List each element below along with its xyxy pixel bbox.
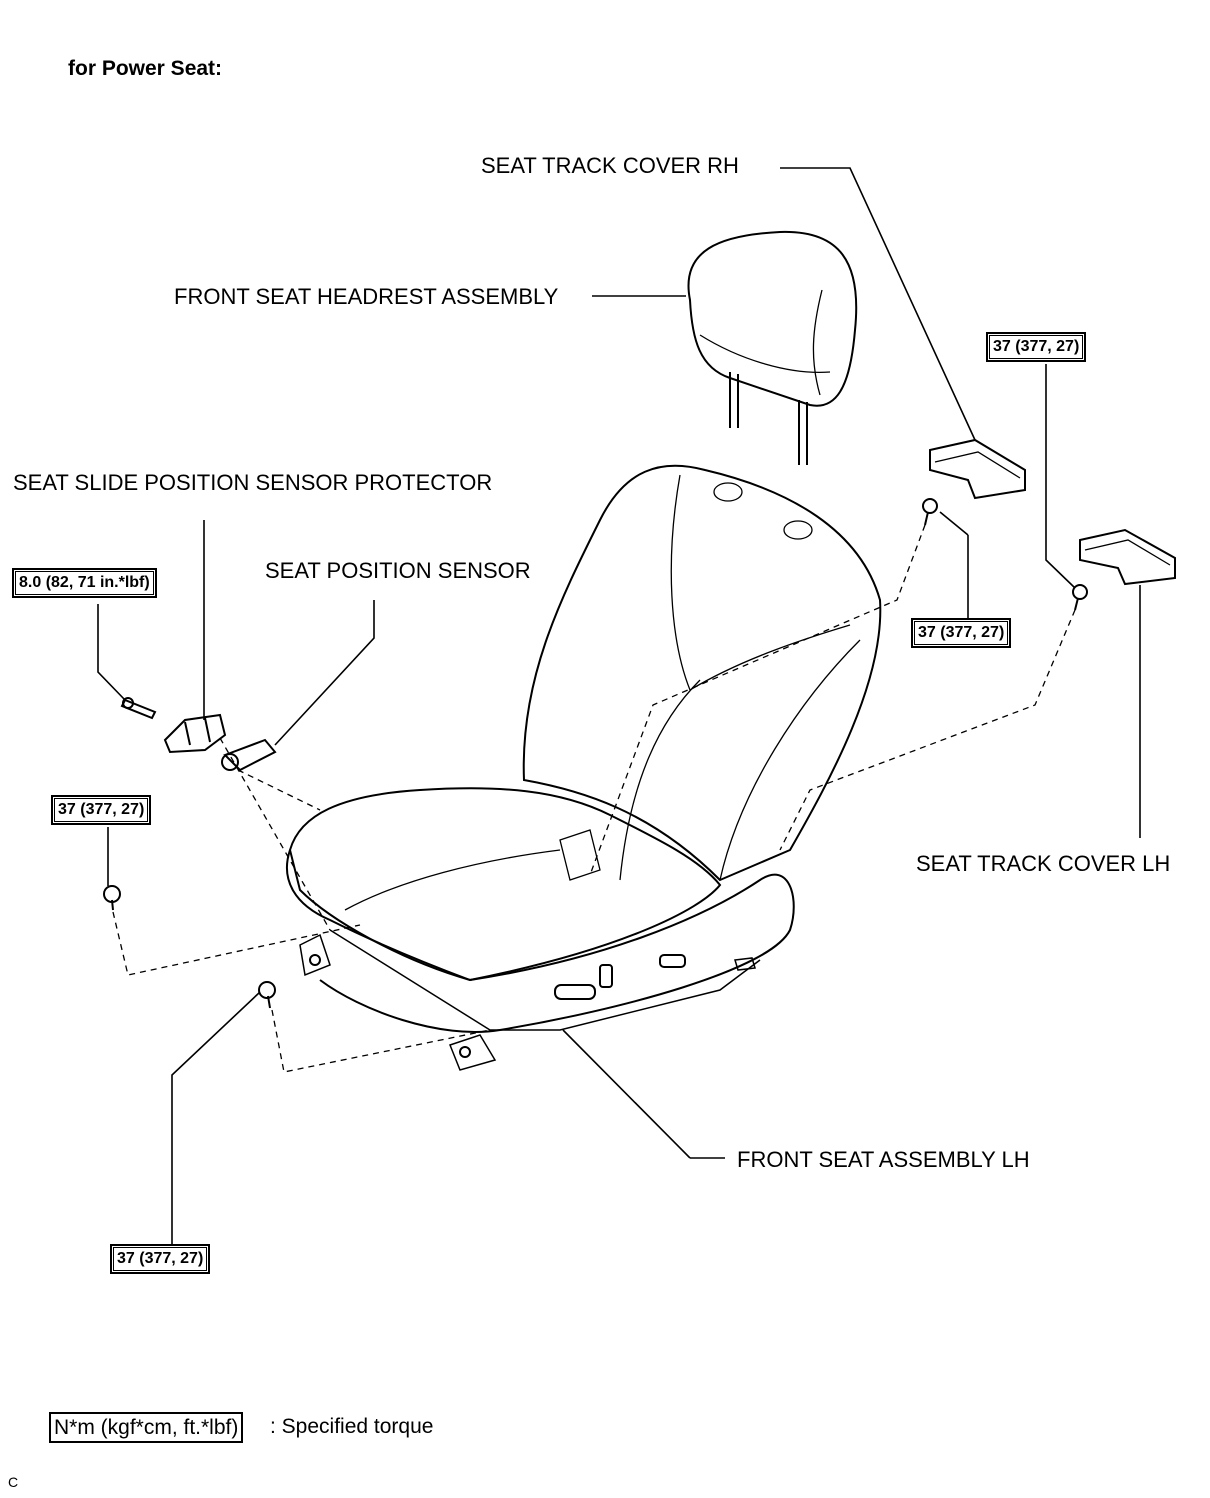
bolt-front-left-drawing: [258, 981, 276, 1009]
label-seat-track-cover-rh: SEAT TRACK COVER RH: [481, 153, 739, 178]
torque-box-rear-left: 37 (377, 27): [51, 795, 152, 825]
torque-box-track-cover-lh: 37 (377, 27): [911, 618, 1012, 648]
torque-value: 37 (377, 27): [989, 335, 1084, 359]
label-front-seat-assembly-lh: FRONT SEAT ASSEMBLY LH: [737, 1147, 1030, 1172]
label-seat-track-cover-lh: SEAT TRACK COVER LH: [916, 851, 1171, 876]
protector-bolt-drawing: [120, 697, 157, 720]
label-front-seat-headrest-assembly: FRONT SEAT HEADREST ASSEMBLY: [174, 284, 559, 309]
legend-unit-box: N*m (kgf*cm, ft.*lbf): [49, 1412, 244, 1443]
track-cover-rh-drawing: [929, 438, 1026, 500]
label-seat-position-sensor: SEAT POSITION SENSOR: [265, 558, 531, 583]
torque-box-track-cover-rh: 37 (377, 27): [986, 332, 1087, 362]
torque-value: 37 (377, 27): [113, 1247, 208, 1271]
headrest-drawing: [687, 230, 858, 465]
torque-box-protector-bolt: 8.0 (82, 71 in.*lbf): [12, 568, 157, 598]
track-cover-lh-drawing: [1079, 528, 1176, 586]
label-seat-slide-position-sensor-protector: SEAT SLIDE POSITION SENSOR PROTECTOR: [13, 470, 493, 495]
torque-value: 37 (377, 27): [914, 621, 1009, 645]
figure-code: C: [8, 1474, 19, 1490]
legend-description: : Specified torque: [270, 1415, 434, 1438]
diagram-heading: for Power Seat:: [68, 57, 223, 80]
seat-cushion-drawing: [285, 787, 795, 1071]
torque-box-front-left: 37 (377, 27): [110, 1244, 211, 1274]
seat-position-sensor-drawing: [221, 738, 277, 772]
bolt-rh-drawing: [922, 498, 938, 526]
dashed-lines: [112, 524, 1076, 1073]
bolt-lh-drawing: [1072, 584, 1088, 611]
torque-value: 8.0 (82, 71 in.*lbf): [15, 571, 154, 595]
torque-value: 37 (377, 27): [54, 798, 149, 822]
bolt-rear-left-drawing: [103, 885, 121, 911]
seat-back-drawing: [522, 464, 882, 882]
leader-lines: [97, 167, 1141, 1248]
sensor-protector-drawing: [163, 713, 227, 754]
